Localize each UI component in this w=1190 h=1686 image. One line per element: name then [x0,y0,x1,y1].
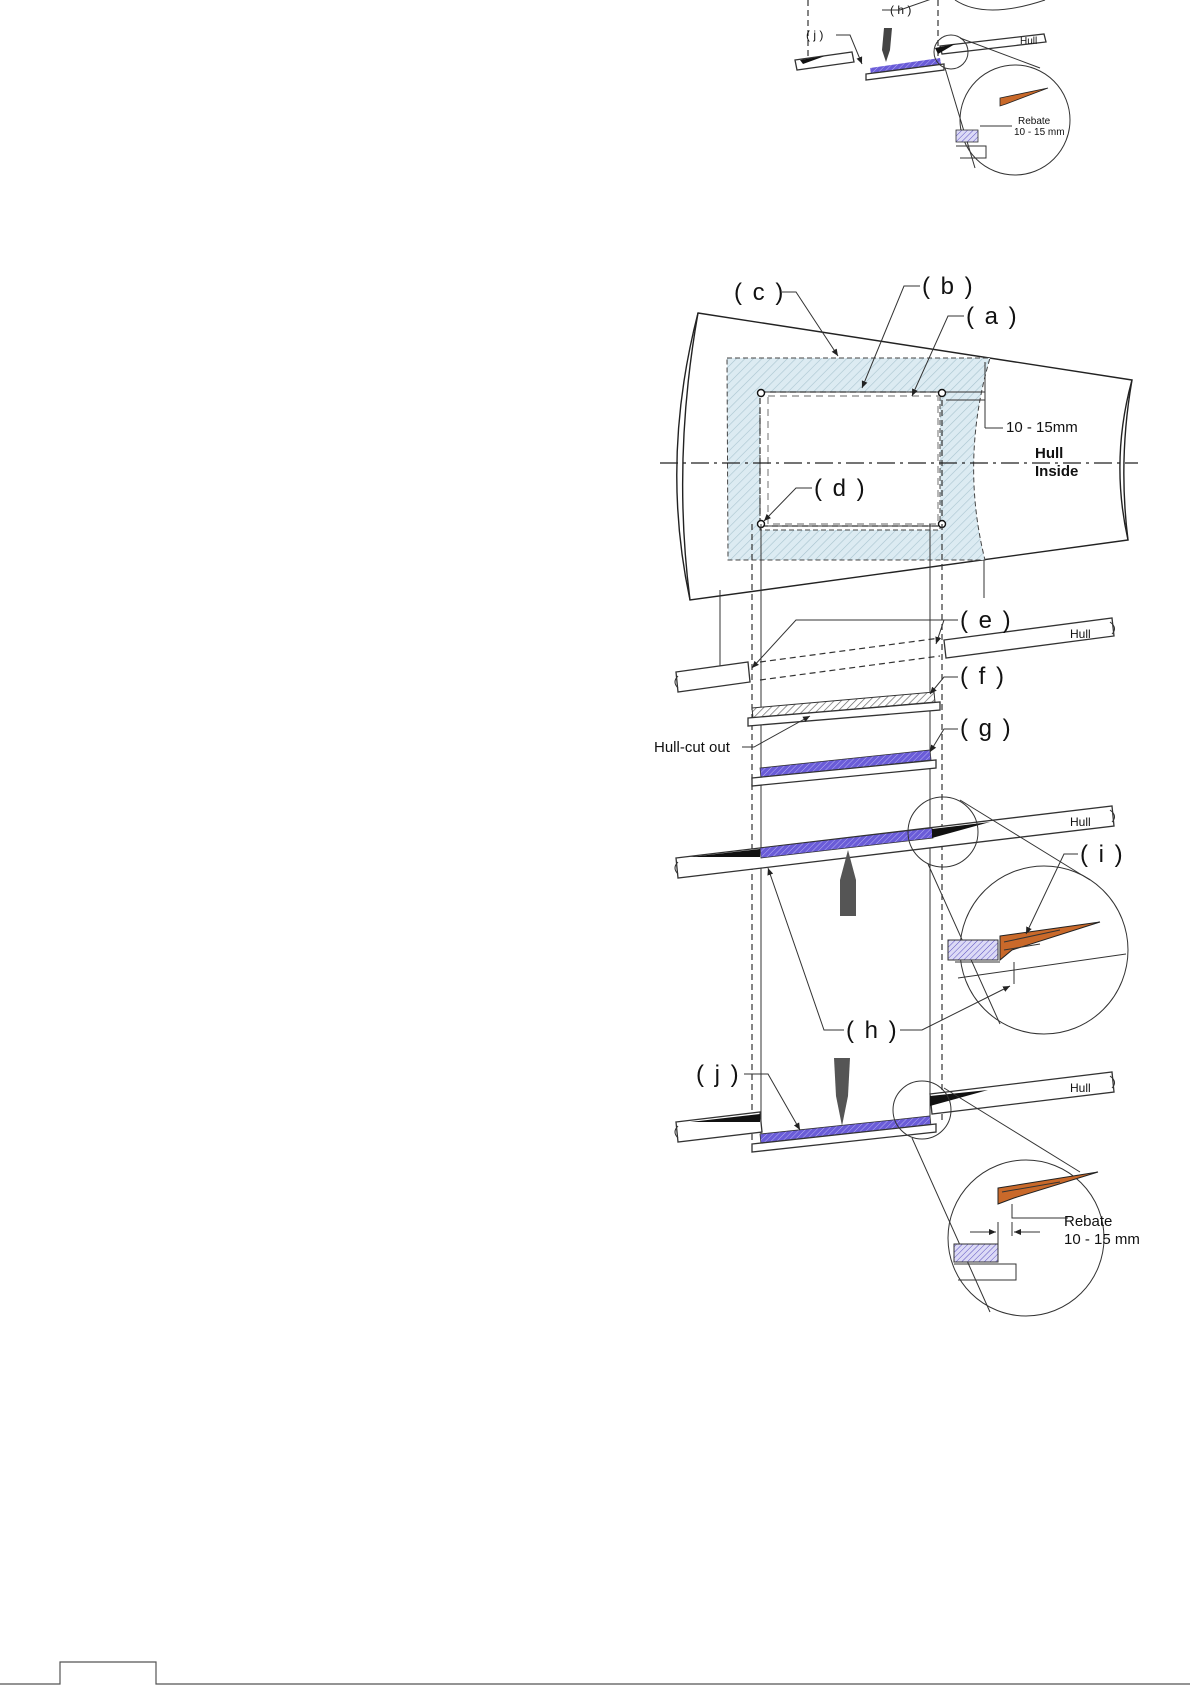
hull-inside-line1: Hull [1035,445,1063,462]
section-cut: Hull ( e ) [675,607,1115,692]
label-a: ( a ) [966,303,1019,330]
hull-tag-1: Hull [1070,627,1091,641]
top-hull-tag: Hull [1020,36,1037,47]
label-g: ( g ) [960,715,1013,742]
top-label-j: ( j ) [806,28,823,42]
page-footer-tab [0,1662,1190,1684]
label-j: ( j ) [696,1061,741,1088]
repair-zone-c [727,358,990,560]
top-rebate-line2: 10 - 15 mm [1014,127,1065,138]
rebate-line2: 10 - 15 mm [1064,1231,1140,1248]
label-i: ( i ) [1080,841,1125,868]
top-rebate-line1: Rebate [1018,116,1051,127]
label-e: ( e ) [960,607,1013,634]
hull-inside-line2: Inside [1035,463,1078,480]
section-final: Hull ( j ) Rebate 10 - 15 mm [675,1058,1140,1316]
label-c: ( c ) [734,279,785,306]
label-b: ( b ) [922,273,975,300]
label-d: ( d ) [814,475,867,502]
hull-tag-2: Hull [1070,815,1091,829]
label-h: ( h ) [846,1017,899,1044]
rebate-line1: Rebate [1064,1213,1112,1230]
section-assembly: Hull ( i ) ( h ) [675,797,1128,1044]
hull-tag-3: Hull [1070,1081,1091,1095]
dimension-10-15mm: 10 - 15mm [1006,419,1078,436]
down-arrow-icon [882,28,892,62]
hull-cut-out-label: Hull-cut out [654,739,731,756]
label-f: ( f ) [960,663,1006,690]
section-core-g: ( g ) Hull-cut out [654,715,1013,786]
plan-view: 10 - 15mm Hull Inside ( c ) ( b ) ( a ) … [660,273,1138,600]
down-arrow-icon [834,1058,850,1126]
up-arrow-icon [840,850,856,916]
top-fragment: ( h ) ( j ) Hull Rebate 10 - 15 mm [795,0,1070,175]
